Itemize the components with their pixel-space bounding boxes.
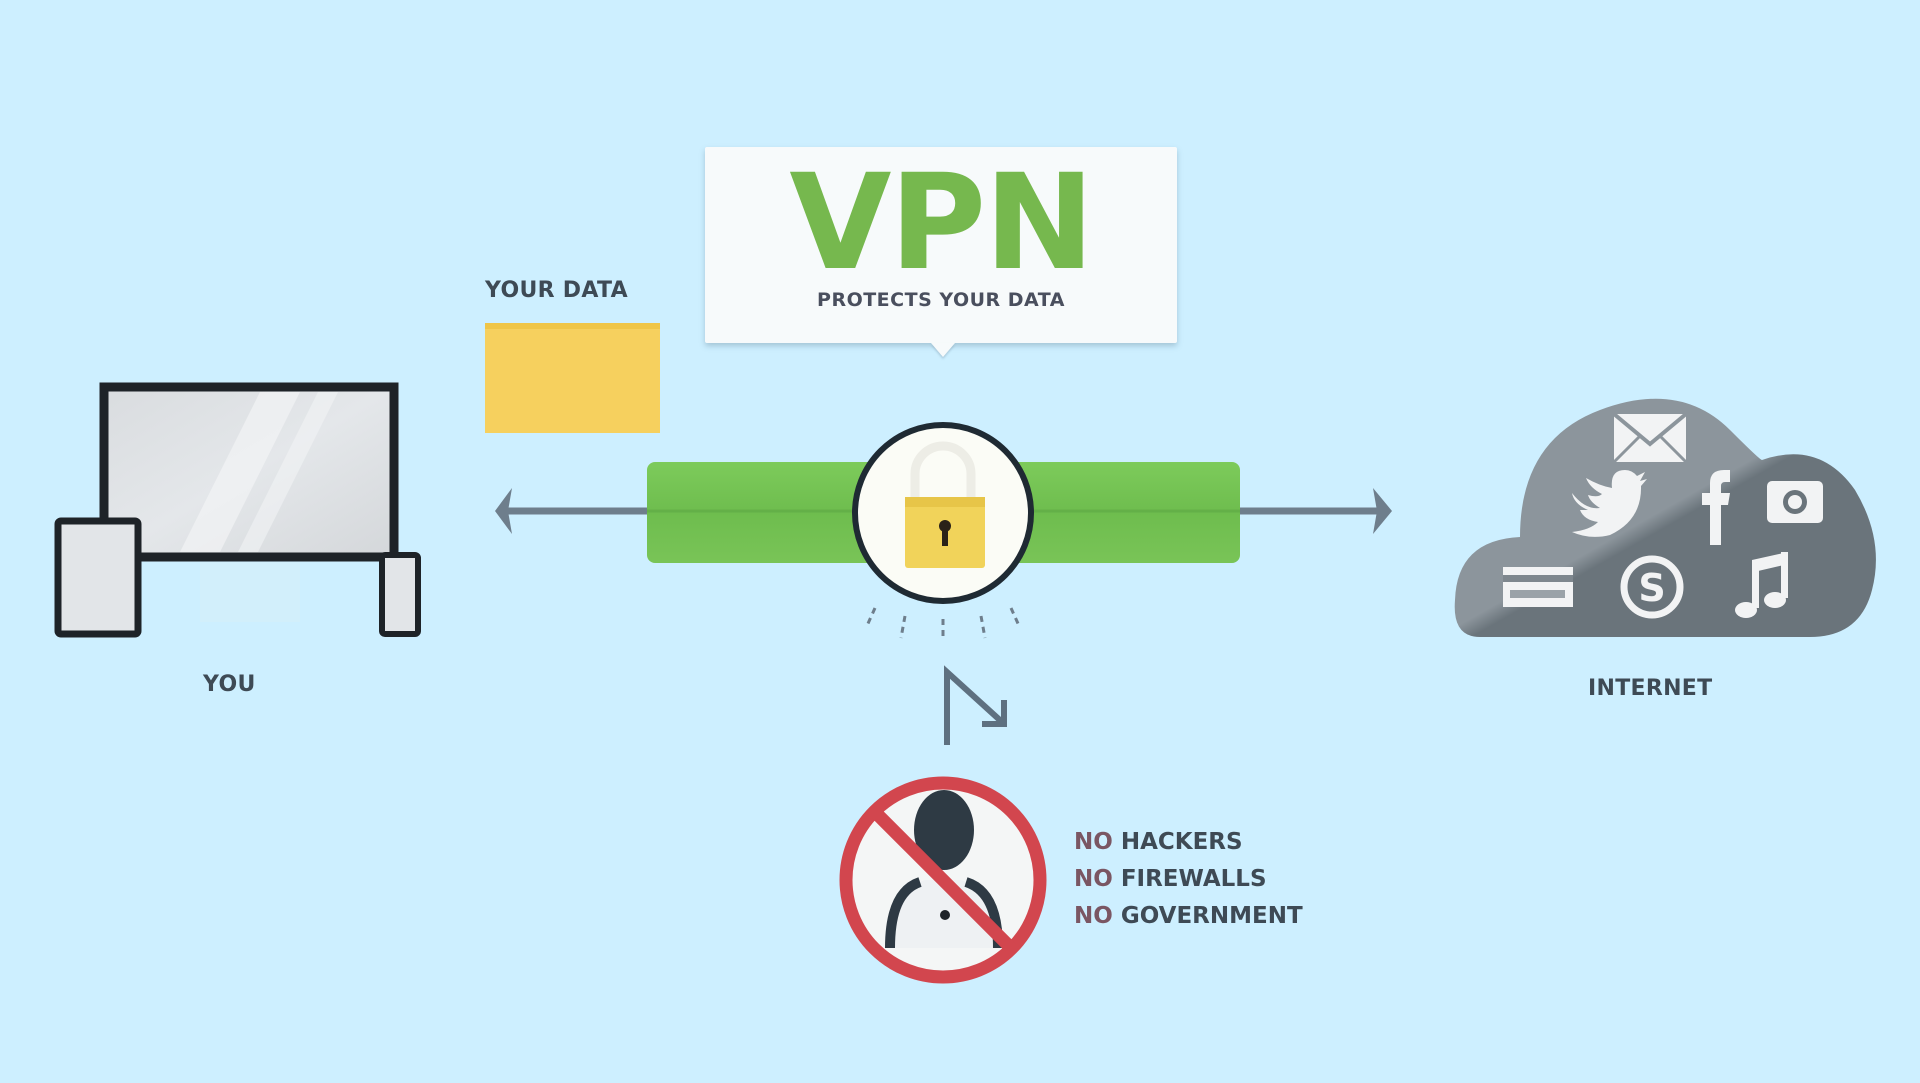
threat-prefix: NO	[1074, 903, 1113, 929]
devices-group	[54, 382, 421, 638]
threat-item: NO FIREWALLS	[1074, 861, 1303, 898]
vpn-callout: VPN PROTECTS YOUR DATA	[705, 147, 1177, 343]
vpn-title: VPN	[789, 146, 1094, 300]
you-label: YOU	[203, 672, 256, 697]
threat-prefix: NO	[1074, 829, 1113, 855]
tablet-icon	[54, 517, 142, 638]
folder-icon	[485, 323, 660, 433]
threat-item: NO GOVERNMENT	[1074, 898, 1303, 935]
monitor-icon	[99, 382, 399, 622]
mail-icon	[1612, 412, 1688, 464]
threat-text: GOVERNMENT	[1120, 903, 1303, 929]
twitter-icon	[1572, 470, 1647, 537]
vpn-subtitle: PROTECTS YOUR DATA	[817, 289, 1065, 311]
svg-text:S: S	[1638, 566, 1665, 610]
threat-text: FIREWALLS	[1120, 866, 1267, 892]
internet-label: INTERNET	[1588, 676, 1713, 701]
padlock-icon	[852, 422, 1034, 641]
phone-icon	[379, 552, 421, 637]
camera-icon	[1767, 481, 1823, 523]
facebook-icon	[1702, 470, 1730, 545]
skype-icon: S	[1620, 555, 1684, 619]
threat-prefix: NO	[1074, 866, 1113, 892]
threat-text: HACKERS	[1120, 829, 1243, 855]
music-note-icon	[1735, 552, 1788, 618]
arrow-right-icon	[1373, 488, 1392, 534]
arrow-left-icon	[495, 488, 512, 534]
prohibited-sign-icon	[839, 776, 1047, 984]
your-data-label: YOUR DATA	[485, 278, 628, 303]
redirect-arrow-icon	[944, 665, 1007, 745]
internet-cloud-icon: S	[1454, 398, 1876, 637]
threats-list: NO HACKERS NO FIREWALLS NO GOVERNMENT	[1074, 824, 1303, 935]
credit-card-icon	[1503, 567, 1573, 607]
threat-item: NO HACKERS	[1074, 824, 1303, 861]
